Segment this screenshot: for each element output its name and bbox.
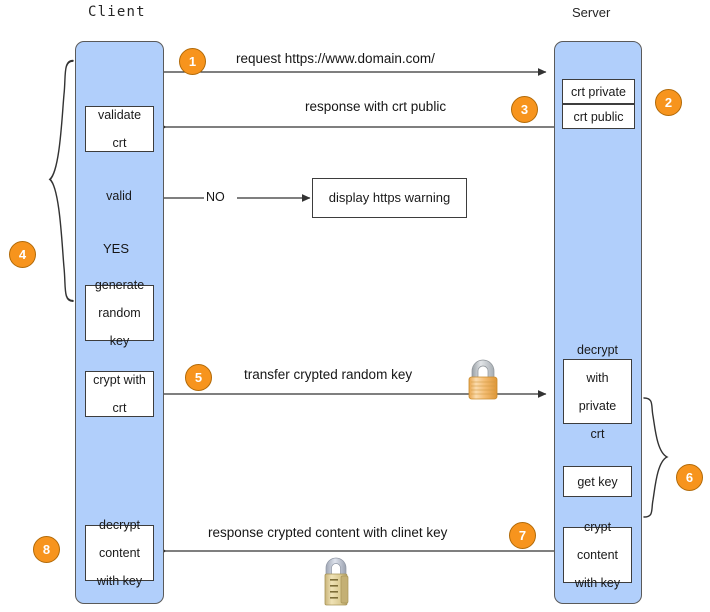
step-badge-8[interactable]: 8 <box>33 536 60 563</box>
get-key-label: get key <box>577 474 618 489</box>
server-decrypt-line2: with <box>586 370 609 385</box>
client-box-generate-random-key: generate random key <box>85 278 154 348</box>
message-label-1: request https://www.domain.com/ <box>236 51 435 66</box>
brace-group-6 <box>643 397 669 518</box>
message-label-7: response crypted content with clinet key <box>208 525 448 540</box>
message-label-3: response with crt public <box>305 99 447 114</box>
crypt-crt-line2: crt <box>112 401 127 415</box>
server-crypt-line2: content <box>576 548 618 562</box>
crt-public-label: crt public <box>573 109 624 124</box>
closed-padlock-icon <box>468 359 498 400</box>
server-decrypt-line3: private <box>578 398 617 413</box>
server-box-crt-private: crt private <box>562 79 635 104</box>
client-decrypt-line3: with key <box>96 574 143 588</box>
crt-private-label: crt private <box>571 84 626 99</box>
server-crypt-line1: crypt <box>583 520 612 534</box>
step-badge-1[interactable]: 1 <box>179 48 206 75</box>
step-badge-6[interactable]: 6 <box>676 464 703 491</box>
server-box-get-key: get key <box>563 466 632 497</box>
crypt-crt-line1: crypt with <box>93 373 146 387</box>
warning-box-label: display https warning <box>328 190 451 205</box>
branch-label-no: NO <box>206 190 225 204</box>
server-decrypt-line4: crt <box>590 426 605 441</box>
client-box-crypt-with-crt: crypt with crt <box>85 371 154 417</box>
decision-label-valid: valid <box>106 189 132 203</box>
step-badge-7[interactable]: 7 <box>509 522 536 549</box>
server-box-crypt-content-with-key: crypt content with key <box>563 520 632 590</box>
client-box-decrypt-content-with-key: decrypt content with key <box>85 518 154 588</box>
step-badge-2[interactable]: 2 <box>655 89 682 116</box>
client-decrypt-line2: content <box>98 546 140 560</box>
generate-line3: key <box>109 334 130 348</box>
actor-title-client: Client <box>88 4 146 20</box>
client-box-display-https-warning: display https warning <box>312 178 467 218</box>
branch-label-yes: YES <box>103 241 130 256</box>
client-decrypt-line1: decrypt <box>99 518 140 532</box>
step-badge-5[interactable]: 5 <box>185 364 212 391</box>
step-badge-3[interactable]: 3 <box>511 96 538 123</box>
combination-padlock-icon <box>324 557 349 606</box>
generate-line1: generate <box>94 278 145 292</box>
validate-crt-line1: validate <box>97 108 142 122</box>
generate-line2: random <box>98 306 141 320</box>
actor-title-server: Server <box>572 5 611 20</box>
step-badge-4[interactable]: 4 <box>9 241 36 268</box>
message-label-5: transfer crypted random key <box>244 367 413 382</box>
lifeline-server <box>554 41 642 604</box>
validate-crt-line2: crt <box>112 136 127 150</box>
server-box-crt-public: crt public <box>562 104 635 129</box>
client-box-validate-crt: validate crt <box>85 106 154 152</box>
brace-group-4 <box>48 59 74 303</box>
server-crypt-line3: with key <box>574 576 621 590</box>
server-box-decrypt-with-private-crt: decrypt with private crt <box>563 343 632 441</box>
server-decrypt-line1: decrypt <box>577 342 618 357</box>
